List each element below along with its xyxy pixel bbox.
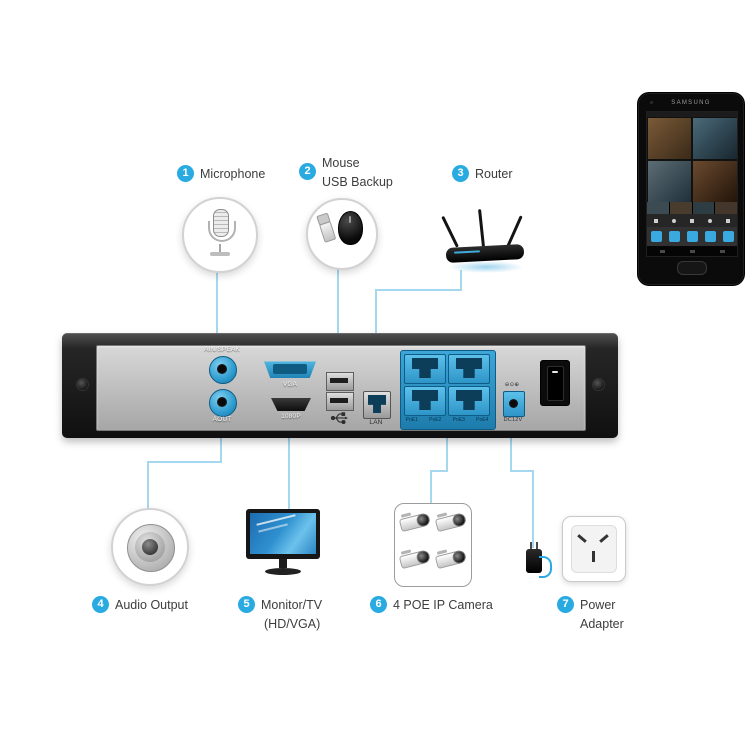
- phone-thumbnail-row: [647, 202, 737, 214]
- lan-label: LAN: [369, 419, 383, 426]
- monitor-icon: [246, 509, 322, 579]
- line-router-v1: [460, 270, 462, 291]
- dc-power-port: [503, 391, 525, 417]
- poe-port-4: [448, 386, 490, 416]
- mouse-label-line1: Mouse: [322, 156, 360, 170]
- camera-feed-tile: [647, 117, 691, 159]
- usb-port-2: [326, 392, 354, 411]
- ain-speak-label: AIN/SPEAK: [203, 346, 241, 353]
- usb-flash-icon: [316, 212, 337, 243]
- badge-7: 7: [557, 596, 574, 613]
- poe-labels: PoE1 PoE2 PoE3 PoE4: [400, 417, 494, 423]
- line-audio-v1: [220, 426, 222, 463]
- microphone-circle: [182, 197, 258, 273]
- usb-icon: [330, 412, 348, 424]
- line-mouse: [337, 266, 339, 372]
- samsung-phone: SAMSUNG: [637, 92, 745, 286]
- poe-port-1: [404, 354, 446, 384]
- power-label-line1: Power: [580, 598, 616, 612]
- poe-port-3: [404, 386, 446, 416]
- mouse-circle: [306, 198, 378, 270]
- line-power-v2: [532, 470, 534, 548]
- line-camera-h: [430, 470, 448, 472]
- poe-label-3: PoE3: [452, 417, 465, 423]
- vga-inner: [273, 364, 307, 374]
- poe-label-4: PoE4: [476, 417, 489, 423]
- poe-port-2: [448, 354, 490, 384]
- poe-label-2: PoE2: [429, 417, 442, 423]
- aout-label: AOUT: [212, 416, 232, 423]
- usb-port-1: [326, 372, 354, 391]
- phone-brand: SAMSUNG: [671, 100, 711, 106]
- badge-6: 6: [370, 596, 387, 613]
- line-monitor: [288, 423, 290, 512]
- camera-feed-tile: [647, 160, 691, 202]
- microphone-icon: [184, 199, 256, 271]
- line-audio-v2: [147, 461, 149, 509]
- line-power-v1: [510, 424, 512, 472]
- phone-home-button: [677, 261, 707, 275]
- badge-1: 1: [177, 165, 194, 182]
- audio-output-label: Audio Output: [115, 598, 188, 612]
- mouse-icon: [338, 211, 363, 245]
- power-plug-icon: [524, 542, 554, 582]
- vga-label: VGA: [282, 381, 298, 388]
- badge-2: 2: [299, 163, 316, 180]
- hdmi-port: [271, 398, 311, 411]
- line-power-h: [510, 470, 534, 472]
- poe-label-1: PoE1: [405, 417, 418, 423]
- monitor-label-line1: Monitor/TV: [261, 598, 323, 612]
- audio-out-port: [209, 389, 237, 417]
- mouse-label-line2: USB Backup: [322, 175, 393, 189]
- line-camera-v1: [446, 428, 448, 472]
- device-screw-right: [592, 378, 605, 391]
- badge-4: 4: [92, 596, 109, 613]
- phone-video-grid: [647, 117, 737, 202]
- line-camera-v2: [430, 470, 432, 504]
- power-label-line2: Adapter: [580, 617, 624, 631]
- badge-3: 3: [452, 165, 469, 182]
- audio-output-circle: [111, 508, 189, 586]
- camera-feed-tile: [693, 160, 737, 202]
- camera-feed-tile: [693, 117, 737, 159]
- phone-status-bar: [647, 112, 737, 117]
- microphone-label: Microphone: [200, 167, 266, 181]
- phone-toolbar-bottom: [647, 227, 737, 246]
- power-switch: [540, 360, 570, 406]
- lan-port: [363, 391, 391, 419]
- camera-label: 4 POE IP Camera: [393, 598, 493, 612]
- dc-label: DC12V: [503, 417, 523, 423]
- phone-camera-dot-icon: [650, 101, 653, 104]
- router-label: Router: [475, 167, 513, 181]
- speaker-icon: [127, 524, 175, 572]
- phone-screen: [646, 111, 738, 257]
- phone-toolbar-top: [647, 214, 737, 227]
- hdmi-label: 1080P: [281, 413, 301, 420]
- phone-nav-bar: [647, 246, 737, 256]
- wall-socket-icon: [562, 516, 626, 582]
- monitor-label-line2: (HD/VGA): [264, 617, 321, 631]
- line-router-h: [375, 289, 462, 291]
- line-audio-h: [147, 461, 222, 463]
- line-microphone: [216, 269, 218, 355]
- audio-in-port: [209, 356, 237, 384]
- badge-5: 5: [238, 596, 255, 613]
- device-screw-left: [76, 378, 89, 391]
- dc-polarity-mark: ⊖⊙⊕: [504, 382, 520, 388]
- router-icon: [441, 205, 532, 275]
